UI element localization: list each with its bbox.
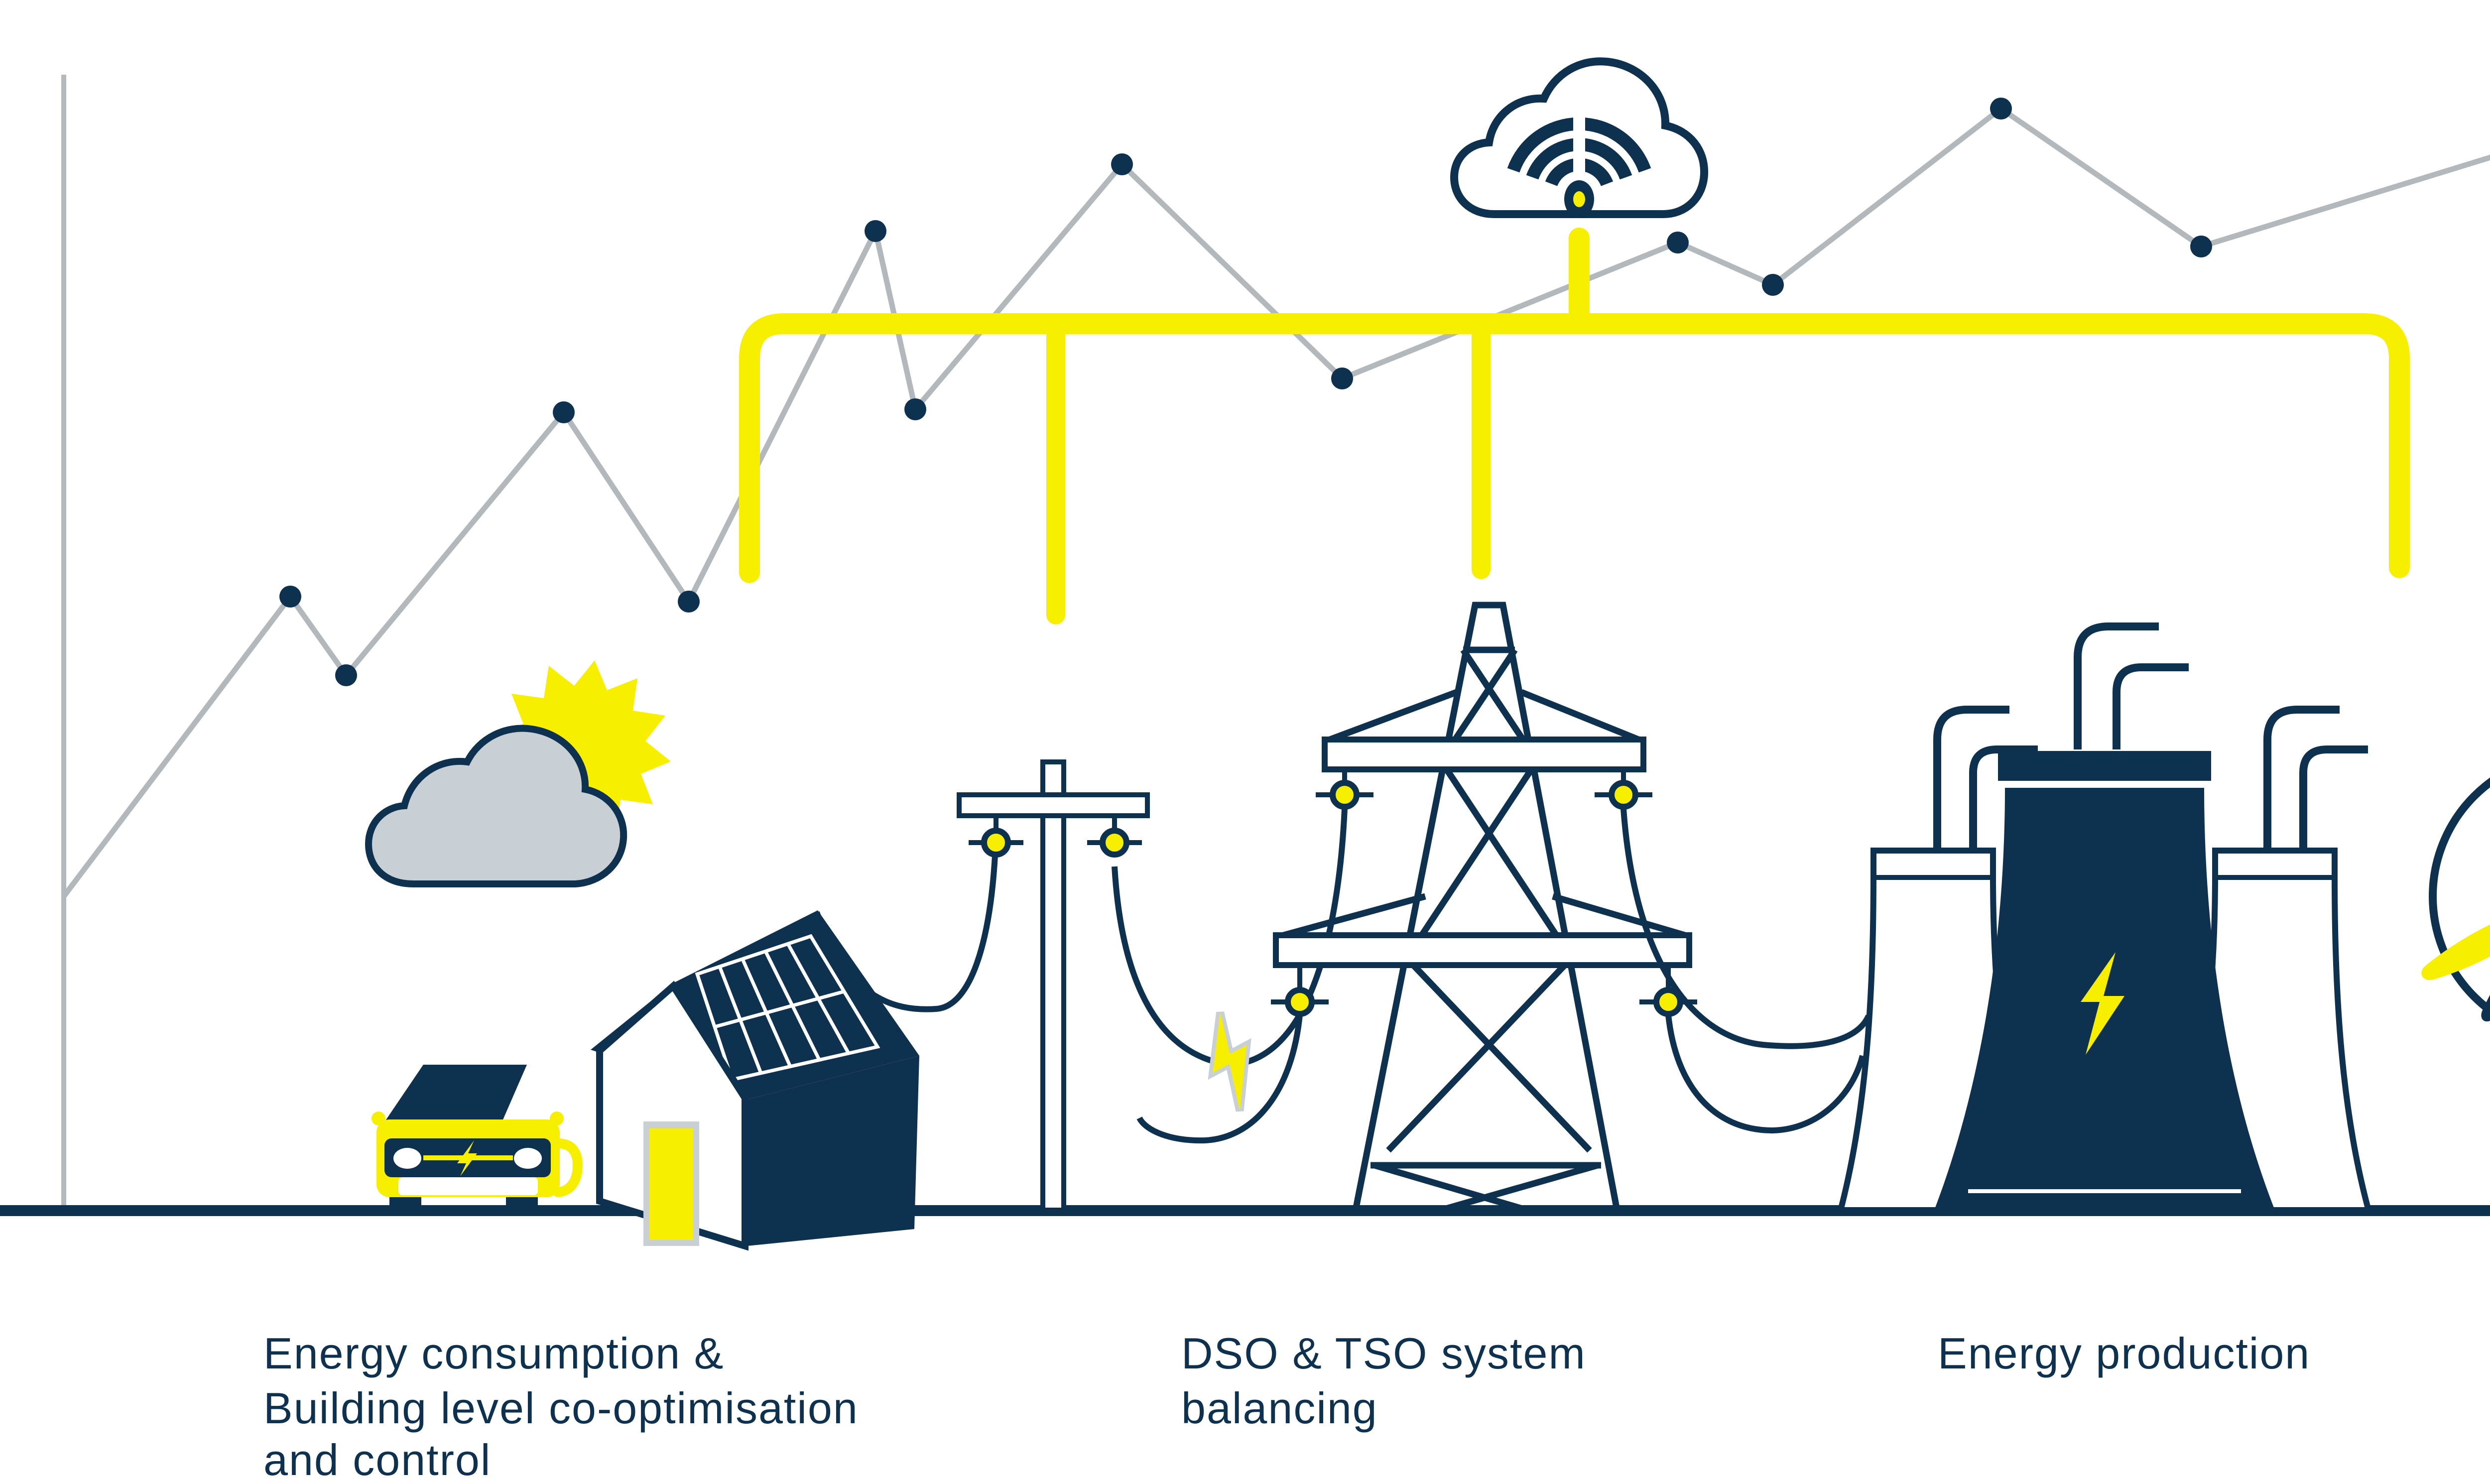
plant-lightning-bolt-icon [2081,952,2124,1055]
label-line: Energy consumption & [263,1329,724,1378]
chart-dot [1111,153,1133,175]
solar-panel-grid [695,934,880,1082]
label-line: Building level co-optimisation [263,1383,859,1433]
pole-insulators [969,816,1142,858]
chart-dot [1762,274,1784,296]
label-line: Energy production [1938,1329,2310,1378]
house-side-wall [747,1056,919,1246]
chart-dot [2190,236,2212,257]
car-lightning-bolt-icon [457,1140,477,1176]
turbine-rotor-circle [2429,777,2490,1015]
chart-dot [904,398,926,420]
gray-cloud-icon [365,725,627,887]
turbine-yellow-blades [2421,905,2490,980]
tower-wire-lower-left [1136,1014,1303,1144]
chart-dot [279,586,301,608]
label-line: balancing [1181,1383,1378,1433]
cooling-tower-center-cap [1998,751,2211,781]
car-headlight-right [514,1148,542,1169]
power-plant-illustration [1837,622,2372,1213]
utility-pole-illustration [957,759,1348,1213]
chart-data-dots [279,98,2212,686]
pole-crossbar [957,792,1150,818]
connector-bar [739,313,2410,583]
transmission-tower-illustration [1136,602,1871,1213]
label-energy-consumption: Energy consumption & Building level co-o… [263,1329,859,1484]
solar-house-illustration [591,855,998,1251]
steam-pipes [1933,622,2368,849]
tower-wire-lower-right [1665,1014,1866,1134]
car-headlight-left [393,1148,421,1169]
car-bumper [398,1177,538,1195]
chart-dot [1667,232,1689,253]
label-dso-tso: DSO & TSO system balancing [1181,1329,1586,1433]
chart-dot [678,591,700,613]
label-energy-production: Energy production [1938,1329,2310,1378]
chart-dot [335,664,357,686]
charging-cable [533,1138,583,1197]
car-open-hood [381,1065,527,1126]
pole-top [1040,759,1066,797]
tower-wire-right [1620,808,1871,1049]
chart-dot [1331,368,1353,389]
pole-mast [1040,813,1066,1213]
tower-lower-arm [1273,932,1692,968]
background-line-chart [61,75,2490,1209]
label-line: DSO & TSO system [1181,1329,1586,1378]
lightning-bolt-icon [1208,1011,1251,1112]
tower-upper-arm [1322,737,1646,772]
chart-dot [1990,98,2012,120]
chart-dot [553,401,575,423]
house-front-face [596,981,748,1251]
house-door [649,1128,693,1240]
yellow-connector-bus [739,228,2410,624]
chart-dot [865,220,886,242]
label-line: and control [263,1435,491,1484]
ev-car-illustration [372,1065,583,1210]
chart-polyline [61,105,2490,898]
wind-turbine-illustration [2421,777,2490,1021]
cloud-wifi-icon [1450,57,1709,218]
